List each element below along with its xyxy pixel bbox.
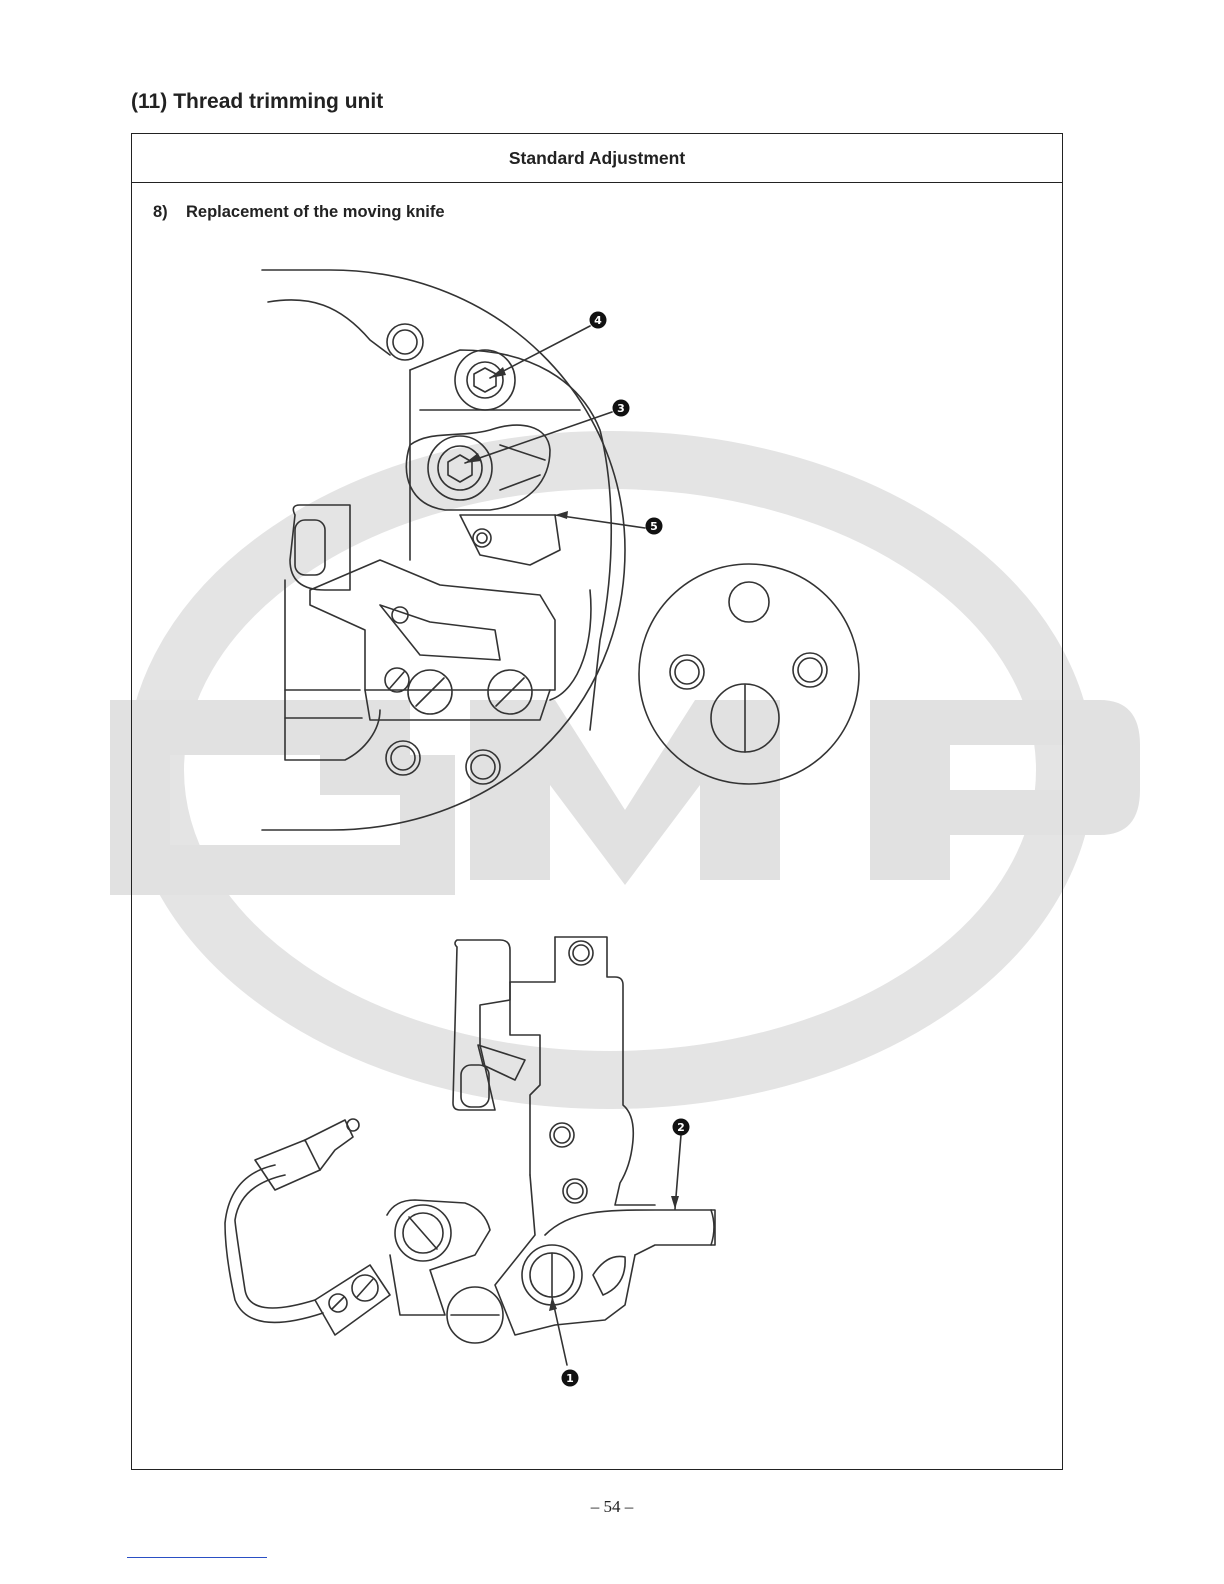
svg-text:4: 4 [594,314,602,327]
upper-figure: 4 3 5 [250,260,890,840]
callout-5: 5 [646,518,663,535]
item-number: 8) [153,203,186,222]
section-title: Thread trimming unit [173,90,383,113]
callout-4: 4 [590,312,607,329]
callout-2: 2 [673,1119,690,1136]
item-heading: 8)Replacement of the moving knife [153,203,445,222]
svg-text:5: 5 [650,520,658,533]
section-number: (11) [131,90,167,113]
callout-3: 3 [613,400,630,417]
svg-text:1: 1 [566,1372,574,1385]
footer-link-underline [127,1557,267,1558]
svg-text:3: 3 [617,402,625,415]
page-number: – 54 – [0,1497,1224,1517]
lower-figure: 1 2 [195,925,735,1395]
table-header: Standard Adjustment [132,134,1062,183]
callout-1: 1 [562,1370,579,1387]
section-heading: (11) Thread trimming unit [131,90,383,114]
item-title: Replacement of the moving knife [186,203,445,221]
svg-text:2: 2 [677,1121,685,1134]
